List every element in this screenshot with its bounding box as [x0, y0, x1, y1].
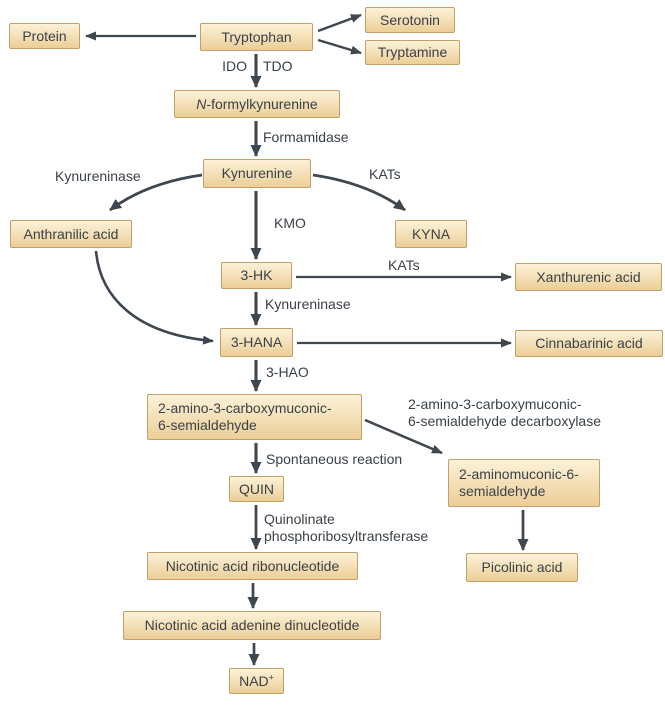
node-nar-label: Nicotinic acid ribonucleotide	[165, 557, 340, 574]
node-xanthurenic-label: Xanthurenic acid	[536, 268, 641, 285]
label-acms-decarboxylase: 2-amino-3-carboxymuconic- 6-semialdehyde…	[408, 396, 601, 430]
label-decarboxylase-line1: 2-amino-3-carboxymuconic-	[408, 396, 582, 412]
label-ido: IDO	[222, 58, 247, 74]
node-nicotinic-acid-ribonucleotide: Nicotinic acid ribonucleotide	[147, 552, 358, 580]
nad-plus-sup: +	[268, 671, 274, 682]
node-tryptamine-label: Tryptamine	[377, 44, 448, 61]
arrow-tryptophan-to-tryptamine	[317, 38, 362, 55]
node-acms-line1: 2-amino-3-carboxymuconic-	[158, 400, 332, 417]
node-cinnabarinic-label: Cinnabarinic acid	[535, 335, 643, 352]
label-kmo: KMO	[274, 215, 306, 231]
node-quin: QUIN	[229, 476, 284, 502]
node-serotonin: Serotonin	[365, 7, 455, 33]
node-protein: Protein	[9, 23, 80, 49]
node-3hk-label: 3-HK	[240, 267, 273, 284]
node-kyna: KYNA	[395, 220, 467, 248]
node-naad-label: Nicotinic acid adenine dinucleotide	[144, 617, 360, 634]
label-3-hao: 3-HAO	[266, 364, 309, 380]
node-cinnabarinic-acid: Cinnabarinic acid	[515, 330, 663, 357]
node-3-hk: 3-HK	[221, 262, 292, 289]
node-nad: NAD+	[229, 668, 284, 694]
node-kyna-label: KYNA	[411, 225, 451, 242]
label-kynureninase-mid: Kynureninase	[265, 296, 351, 312]
node-nicotinic-acid-adenine-dinucleotide: Nicotinic acid adenine dinucleotide	[123, 611, 381, 640]
node-ams-line2: semialdehyde	[459, 483, 546, 499]
node-anthranilic-acid: Anthranilic acid	[10, 220, 132, 248]
label-tdo: TDO	[263, 58, 293, 74]
node-2-aminomuconic-6-semialdehyde: 2-aminomuconic-6- semialdehyde	[448, 459, 600, 507]
label-spontaneous-reaction: Spontaneous reaction	[266, 451, 403, 467]
label-qprt-line1: Quinolinate	[264, 511, 335, 527]
node-3-hana: 3-HANA	[220, 328, 293, 357]
node-kynurenine-label: Kynurenine	[221, 165, 293, 182]
node-tryptophan: Tryptophan	[200, 23, 313, 51]
arrow-tryptophan-to-serotonin	[317, 13, 362, 33]
node-3hana-label: 3-HANA	[230, 334, 283, 351]
node-anthranilic-label: Anthranilic acid	[23, 225, 119, 242]
nfk-rest: -formylkynurenine	[206, 95, 318, 112]
node-2-amino-3-carboxymuconic-6-semialdehyde: 2-amino-3-carboxymuconic- 6-semialdehyde	[147, 394, 362, 440]
node-serotonin-label: Serotonin	[380, 11, 440, 28]
node-nad-label: NAD+	[239, 671, 274, 690]
node-xanthurenic-acid: Xanthurenic acid	[515, 263, 662, 291]
label-kynureninase-left: Kynureninase	[55, 168, 141, 184]
arrow-kynurenine-to-anthranilic	[109, 173, 203, 212]
node-acms-line2: 6-semialdehyde	[158, 417, 257, 433]
node-protein-label: Protein	[22, 27, 67, 44]
node-picolinic-label: Picolinic acid	[481, 559, 563, 576]
node-kynurenine: Kynurenine	[203, 159, 311, 188]
label-decarboxylase-line2: 6-semialdehyde decarboxylase	[408, 413, 601, 429]
node-n-formylkynurenine: N-formylkynurenine	[174, 90, 340, 118]
node-nfk-label: N-formylkynurenine	[196, 96, 317, 113]
node-quin-label: QUIN	[239, 480, 274, 497]
label-kats-xanthurenic: KATs	[388, 257, 420, 273]
label-kats-right: KATs	[369, 166, 401, 182]
node-ams-line1: 2-aminomuconic-6-	[459, 466, 579, 483]
label-qprt-line2: phosphoribosyltransferase	[264, 528, 429, 544]
node-tryptophan-label: Tryptophan	[221, 28, 292, 45]
label-formamidase: Formamidase	[263, 129, 349, 145]
nfk-italic-n: N	[196, 95, 207, 112]
arrow-anthranilic-to-3hana	[94, 250, 214, 345]
nad-base: NAD	[239, 672, 269, 689]
label-quinolinate-phosphoribosyltransferase: Quinolinate phosphoribosyltransferase	[264, 511, 428, 545]
node-picolinic-acid: Picolinic acid	[466, 553, 578, 582]
arrow-kynurenine-to-kyna	[312, 173, 406, 212]
node-tryptamine: Tryptamine	[365, 40, 460, 65]
arrow-acms-to-ams	[364, 418, 443, 455]
